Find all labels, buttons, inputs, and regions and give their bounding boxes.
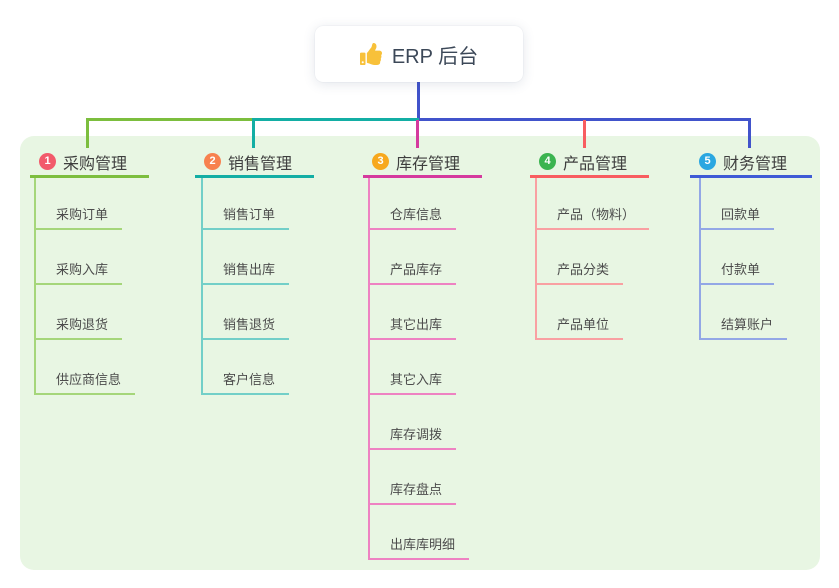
drop-branch-4 bbox=[583, 120, 586, 148]
branch-3-number-badge: 3 bbox=[372, 153, 389, 170]
node-jiesuan-zhanghu[interactable]: 结算账户 bbox=[699, 310, 788, 340]
node-label: 结算账户 bbox=[721, 316, 774, 332]
node-chanpin-fenlei[interactable]: 产品分类 bbox=[535, 255, 624, 285]
node-kucun-pandian[interactable]: 库存盘点 bbox=[368, 475, 457, 505]
branch-2-label: 销售管理 bbox=[228, 155, 293, 173]
branch-3-label: 库存管理 bbox=[396, 155, 461, 173]
node-label: 客户信息 bbox=[223, 371, 276, 387]
node-chanpin-kucun[interactable]: 产品库存 bbox=[368, 255, 457, 285]
node-label: 仓库信息 bbox=[390, 206, 443, 222]
node-label: 出库库明细 bbox=[390, 536, 456, 552]
node-caigou-ruku[interactable]: 采购入库 bbox=[34, 255, 123, 285]
branch-4-number-badge: 4 bbox=[539, 153, 556, 170]
node-label: 采购订单 bbox=[56, 206, 109, 222]
node-chanpin-danwei[interactable]: 产品单位 bbox=[535, 310, 624, 340]
node-qita-ruku[interactable]: 其它入库 bbox=[368, 365, 457, 395]
bus-segment-green bbox=[86, 118, 254, 121]
node-gongyingshang-xinxi[interactable]: 供应商信息 bbox=[34, 365, 136, 395]
node-kucun-diaobo[interactable]: 库存调拨 bbox=[368, 420, 457, 450]
branch-2-number-badge: 2 bbox=[204, 153, 221, 170]
node-label: 产品库存 bbox=[390, 261, 443, 277]
branch-5-label: 财务管理 bbox=[723, 155, 788, 173]
node-label: 供应商信息 bbox=[56, 371, 122, 387]
node-label: 产品（物料） bbox=[557, 206, 636, 222]
bus-segment-teal bbox=[252, 118, 419, 121]
node-label: 其它入库 bbox=[390, 371, 443, 387]
branch-1-label: 采购管理 bbox=[63, 155, 128, 173]
drop-branch-3 bbox=[416, 120, 419, 148]
branch-title-1[interactable]: 1 采购管理 bbox=[30, 148, 149, 178]
node-label: 付款单 bbox=[721, 261, 761, 277]
thumbs-up-icon bbox=[359, 43, 382, 65]
node-qita-chuku[interactable]: 其它出库 bbox=[368, 310, 457, 340]
node-label: 其它出库 bbox=[390, 316, 443, 332]
drop-branch-5 bbox=[748, 120, 751, 148]
node-label: 采购入库 bbox=[56, 261, 109, 277]
root-stem-connector bbox=[417, 82, 420, 119]
drop-branch-1 bbox=[86, 120, 89, 148]
branch-5-trunk-connector bbox=[699, 178, 701, 339]
root-node-label: ERP 后台 bbox=[391, 45, 479, 68]
branch-title-4[interactable]: 4 产品管理 bbox=[530, 148, 649, 178]
branch-2-trunk-connector bbox=[201, 178, 203, 394]
node-cangku-xinxi[interactable]: 仓库信息 bbox=[368, 200, 457, 230]
node-kehu-xinxi[interactable]: 客户信息 bbox=[201, 365, 290, 395]
node-label: 销售订单 bbox=[223, 206, 276, 222]
node-label: 产品单位 bbox=[557, 316, 610, 332]
branch-title-3[interactable]: 3 库存管理 bbox=[363, 148, 482, 178]
node-xiaoshou-dingdan[interactable]: 销售订单 bbox=[201, 200, 290, 230]
drop-branch-2 bbox=[252, 120, 255, 148]
node-label: 库存盘点 bbox=[390, 481, 443, 497]
branch-1-number-badge: 1 bbox=[39, 153, 56, 170]
bus-segment-blue bbox=[419, 118, 751, 121]
node-caigou-dingdan[interactable]: 采购订单 bbox=[34, 200, 123, 230]
branch-3-trunk-connector bbox=[368, 178, 370, 559]
node-label: 库存调拨 bbox=[390, 426, 443, 442]
branches-panel bbox=[20, 136, 820, 570]
branch-title-5[interactable]: 5 财务管理 bbox=[690, 148, 812, 178]
node-chanpin-wuliao[interactable]: 产品（物料） bbox=[535, 200, 650, 230]
branch-4-trunk-connector bbox=[535, 178, 537, 339]
node-label: 销售出库 bbox=[223, 261, 276, 277]
node-fukuandan[interactable]: 付款单 bbox=[699, 255, 775, 285]
node-chuku-ku-mingxi[interactable]: 出库库明细 bbox=[368, 530, 470, 560]
node-huikuandan[interactable]: 回款单 bbox=[699, 200, 775, 230]
node-label: 产品分类 bbox=[557, 261, 610, 277]
branch-4-label: 产品管理 bbox=[563, 155, 628, 173]
root-node-erp[interactable]: ERP 后台 bbox=[315, 26, 523, 82]
node-label: 采购退货 bbox=[56, 316, 109, 332]
branch-1-trunk-connector bbox=[34, 178, 36, 394]
branch-title-2[interactable]: 2 销售管理 bbox=[195, 148, 314, 178]
node-label: 回款单 bbox=[721, 206, 761, 222]
node-caigou-tuihuo[interactable]: 采购退货 bbox=[34, 310, 123, 340]
node-xiaoshou-tuihuo[interactable]: 销售退货 bbox=[201, 310, 290, 340]
branch-5-number-badge: 5 bbox=[699, 153, 716, 170]
node-label: 销售退货 bbox=[223, 316, 276, 332]
node-xiaoshou-chuku[interactable]: 销售出库 bbox=[201, 255, 290, 285]
